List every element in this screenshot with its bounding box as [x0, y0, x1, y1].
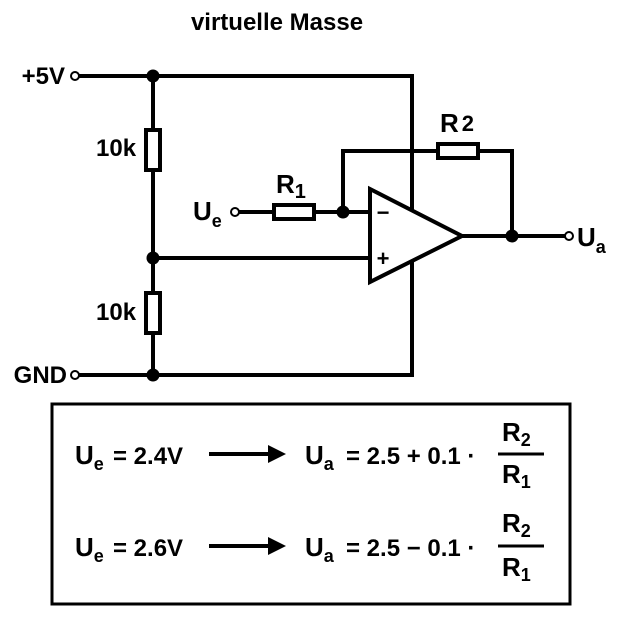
equation-2: Ue = 2.6V Ua = 2.5 − 0.1 · R2 R1	[75, 508, 544, 585]
junction-vplus	[146, 69, 160, 83]
eq1-denominator: R1	[502, 459, 531, 492]
junction-gnd	[146, 368, 160, 382]
terminal-gnd	[70, 370, 80, 380]
eq2-numerator: R2	[502, 508, 531, 541]
opamp-minus-sign: −	[377, 200, 390, 225]
label-r-bottom: 10k	[96, 299, 137, 326]
eq2-denominator: R1	[502, 552, 531, 585]
opamp-plus-sign: +	[377, 246, 390, 271]
eq1-rhs-expr: = 2.5 + 0.1 ·	[346, 443, 475, 470]
eq1-lhs-symbol: Ue	[75, 440, 104, 474]
eq1-numerator: R2	[502, 417, 531, 450]
junction-midpoint	[146, 251, 160, 265]
label-input: Ue	[193, 196, 222, 231]
terminals	[70, 71, 574, 380]
label-gnd: GND	[14, 362, 67, 389]
eq2-rhs-symbol: Ua	[305, 532, 335, 566]
terminal-input	[230, 207, 240, 217]
diagram-title: virtuelle Masse	[191, 9, 363, 36]
opamp-triangle	[368, 185, 467, 286]
junctions	[146, 69, 519, 382]
junction-output	[505, 229, 519, 243]
equation-box	[50, 402, 572, 606]
label-vplus: +5V	[22, 63, 65, 90]
eq1-lhs-value: = 2.4V	[113, 443, 183, 470]
resistor-r1	[272, 203, 316, 221]
resistor-bottom-10k	[144, 291, 162, 335]
eq2-lhs-symbol: Ue	[75, 532, 104, 566]
wires	[77, 74, 567, 377]
eq2-lhs-value: = 2.6V	[113, 535, 183, 562]
label-r1: R1	[276, 169, 306, 203]
resistors	[144, 128, 480, 335]
eq2-arrow	[209, 537, 286, 555]
terminal-vplus	[70, 71, 80, 81]
eq2-rhs-expr: = 2.5 − 0.1 ·	[346, 535, 475, 562]
junction-inverting-node	[336, 205, 350, 219]
resistor-top-10k	[144, 128, 162, 172]
resistor-r2	[436, 142, 480, 160]
label-r-top: 10k	[96, 135, 137, 162]
equation-1: Ue = 2.4V Ua = 2.5 + 0.1 · R2 R1	[75, 417, 544, 492]
terminal-output	[564, 231, 574, 241]
label-output: Ua	[577, 222, 607, 257]
eq1-arrow	[209, 445, 286, 463]
eq1-rhs-symbol: Ua	[305, 440, 335, 474]
